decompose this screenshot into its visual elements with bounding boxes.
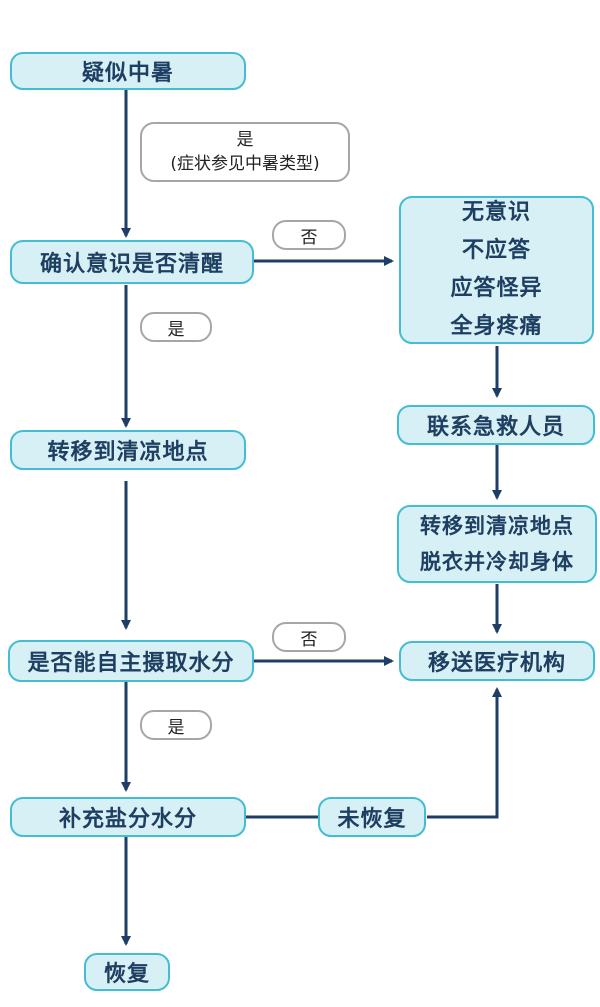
node-not-recovered: 未恢复 [318, 797, 426, 837]
node-send-to-hospital: 移送医疗机构 [399, 641, 595, 681]
label-yes-symptoms-line2: (症状参见中暑类型) [170, 154, 320, 174]
node-check-consciousness: 确认意识是否清醒 [10, 240, 254, 284]
arrow-not-recovered-to-hospital [427, 687, 502, 819]
label-yes-symptoms: 是 (症状参见中暑类型) [140, 122, 350, 182]
node-cool-body: 转移到清凉地点 脱衣并冷却身体 [397, 505, 597, 583]
node-replenish-fluids: 补充盐分水分 [10, 797, 246, 837]
node-can-drink: 是否能自主摄取水分 [8, 640, 254, 682]
label-no-drink: 否 [272, 622, 346, 652]
symptom-item: 无意识 [461, 200, 531, 225]
symptom-item: 不应答 [461, 238, 531, 263]
cool-body-line: 转移到清凉地点 [420, 514, 574, 538]
label-yes-symptoms-line1: 是 [236, 130, 254, 150]
node-symptoms: 无意识 不应答 应答怪异 全身疼痛 [399, 196, 594, 344]
symptom-item: 应答怪异 [450, 276, 543, 301]
node-move-cool-place: 转移到清凉地点 [10, 430, 246, 470]
node-recovered: 恢复 [84, 953, 170, 991]
label-yes-consciousness: 是 [140, 312, 212, 342]
symptom-item: 全身疼痛 [450, 314, 543, 339]
label-no-consciousness: 否 [272, 220, 346, 250]
cool-body-line: 脱衣并冷却身体 [420, 550, 574, 574]
node-suspected-heatstroke: 疑似中暑 [10, 52, 246, 90]
node-contact-rescue: 联系急救人员 [397, 405, 595, 445]
label-yes-drink: 是 [140, 710, 212, 740]
